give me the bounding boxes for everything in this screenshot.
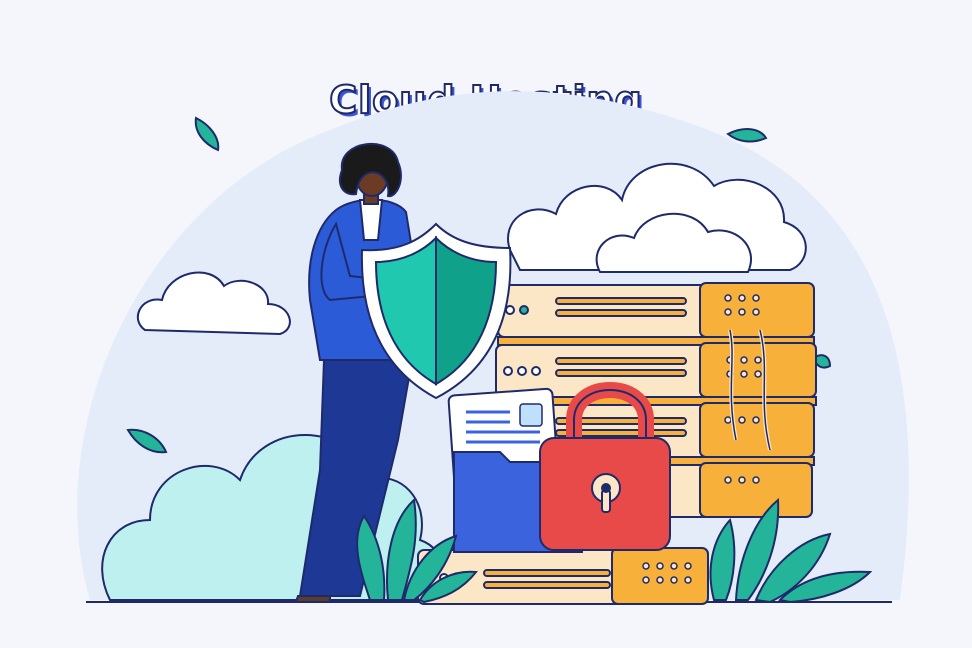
cloud-icon (136, 271, 291, 336)
plant-icon (356, 497, 478, 604)
padlock-icon (539, 382, 671, 551)
server-icon (417, 547, 709, 605)
cloud-icon (507, 162, 807, 273)
shield-icon (360, 222, 512, 400)
plant-icon (709, 497, 873, 604)
